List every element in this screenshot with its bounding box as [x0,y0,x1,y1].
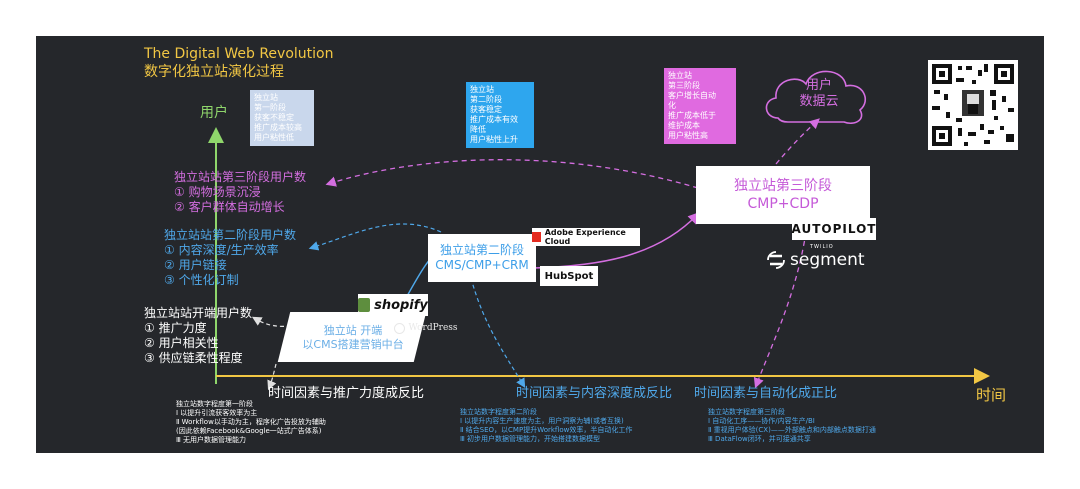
hubspot-logo-text: HubSpot [544,270,594,282]
hubspot-logo: HubSpot [540,266,598,286]
connector-layer [208,70,990,391]
note-line: 维护成本 [668,121,700,130]
footer-line: (因此依赖Facebook&Google一站式广告体系) [176,427,322,435]
note-line: 独立站 [668,71,692,80]
cloud-shape [765,70,866,125]
caption-stage2: 时间因素与内容深度成反比 [516,386,673,401]
diagram-canvas: The Digital Web Revolution 数字化独立站演化过程 用户… [36,36,1044,453]
footer-line: Ⅰ 以提升引流获客效率为主 [176,409,258,417]
shopify-logo: shopify [358,294,428,316]
user-count-title: 独立站站第三阶段用户数 [174,170,307,184]
user-count-item: ③ 供应链柔性程度 [144,351,243,365]
footer-line: Ⅲ DataFlow闭环，并可接通共享 [708,435,811,443]
title-en: The Digital Web Revolution [144,46,334,62]
note-line: 用户粘性高 [668,131,708,140]
arrow-s2-caption [470,277,526,389]
user-count-item: ① 推广力度 [144,321,207,335]
footer-stage3: 独立站数字程度第三阶段 Ⅰ 自动化工序——协作/内容生产/BI Ⅱ 重视用户体验… [708,408,876,444]
note-line: 降低 [470,125,486,134]
arrow-s1-caption [267,363,277,391]
user-count-item: ① 购物场景沉浸 [174,185,261,199]
note-line: 第二阶段 [470,95,502,104]
wordpress-logo-text: WordPress [408,323,458,333]
segment-logo-text: segment [790,250,865,270]
caption-stage1: 时间因素与推广力度成反比 [268,386,425,401]
user-count-item: ② 用户链接 [164,258,227,272]
footer-title: 独立站数字程度第二阶段 [460,408,537,416]
user-count-item: ② 用户相关性 [144,336,219,350]
adobe-logo: Adobe Experience Cloud [532,228,640,246]
note-line: 获客不稳定 [254,113,294,122]
note-line: 推广成本较高 [254,123,302,132]
caption-stage3: 时间因素与自动化成正比 [694,386,838,401]
note-line: 第三阶段 [668,81,700,90]
qr-code [928,60,1018,150]
stage2-box: 独立站第二阶段 CMS/CMP+CRM [428,234,536,282]
segment-logo: TWILIO segment [766,244,876,272]
stage3-note: 独立站 第三阶段 客户增长自动 化 推广成本低于 维护成本 用户粘性高 [664,68,736,144]
user-count-title: 独立站站第二阶段用户数 [164,228,297,242]
stage-box-line: CMP+CDP [747,196,819,212]
stage1-box: 独立站 开端 以CMS搭建营销中台 [288,316,418,360]
note-line: 独立站 [254,93,278,102]
footer-line: Ⅱ 结合SEO，以CMP提升Workflow效率，半自动化工作 [460,426,633,434]
note-line: 用户粘性上升 [470,135,518,144]
note-line: 客户增长自动 [668,91,716,100]
user-count-item: ② 客户群体自动增长 [174,200,285,214]
stage3-user-count: 独立站站第三阶段用户数 ① 购物场景沉浸 ② 客户群体自动增长 [174,170,306,215]
shopify-logo-text: shopify [374,297,428,313]
x-axis-label: 时间 [976,386,1007,404]
stage-box-line: CMS/CMP+CRM [435,258,529,272]
arrow-s2-users [308,223,442,251]
stage-box-line: 以CMS搭建营销中台 [302,338,404,351]
shopify-bag-icon [358,298,371,312]
cloud-label: 用户 数据云 [794,78,844,110]
segment-icon [767,251,785,269]
autopilot-logo-text: AUTOPILOT [791,222,877,236]
footer-line: Ⅱ Workflow以手动为主，程序化广告投放为辅助 [176,418,326,426]
footer-stage1: 独立站数字程度第一阶段 Ⅰ 以提升引流获客效率为主 Ⅱ Workflow以手动为… [176,400,326,445]
note-line: 独立站 [470,85,494,94]
y-axis-label: 用户 [200,105,228,121]
adobe-logo-text: Adobe Experience Cloud [544,228,626,246]
footer-line: Ⅰ 自动化工序——协作/内容生产/BI [708,417,815,425]
footer-stage2: 独立站数字程度第二阶段 Ⅰ 以提升内容生产速度为主，用户洞察为辅(或者互换) Ⅱ… [460,408,632,444]
stage1-user-count: 独立站站开端用户数 ① 推广力度 ② 用户相关性 ③ 供应链柔性程度 [144,306,252,366]
cloud-line: 数据云 [799,94,839,109]
footer-title: 独立站数字程度第一阶段 [176,400,253,408]
footer-line: Ⅱ 重视用户体验(CX)——外部触点和内部触点数据打通 [708,426,876,434]
footer-line: Ⅰ 以提升内容生产速度为主，用户洞察为辅(或者互换) [460,417,624,425]
note-line: 获客稳定 [470,105,502,114]
cloud-line: 用户 [805,78,832,93]
user-count-item: ① 内容深度/生产效率 [164,243,279,257]
stage-box-line: 独立站 开端 [323,324,383,337]
stage2-user-count: 独立站站第二阶段用户数 ① 内容深度/生产效率 ② 用户链接 ③ 个性化订制 [164,228,296,288]
footer-line: Ⅲ 初步用户数据管理能力，开始搭建数据模型 [460,435,601,443]
note-line: 推广成本有效 [470,115,518,124]
qr-code-image [932,64,1014,146]
wordpress-icon [394,322,406,334]
footer-title: 独立站数字程度第三阶段 [708,408,785,416]
user-count-title: 独立站站开端用户数 [144,306,253,320]
stage-box-line: 独立站第二阶段 [439,243,524,257]
autopilot-logo: AUTOPILOT [792,218,876,240]
stage3-box: 独立站第三阶段 CMP+CDP [696,166,870,224]
arrow-s1-users [251,316,292,327]
wordpress-logo: WordPress [390,320,462,336]
twilio-label: TWILIO [810,244,834,250]
arrow-s3-cloud [775,118,820,165]
footer-line: Ⅲ 无用户数据管理能力 [176,436,247,444]
stage1-note: 独立站 第一阶段 获客不稳定 推广成本较高 用户粘性低 [250,90,314,146]
arrow-s3-users [325,159,707,196]
adobe-icon [532,232,541,242]
note-line: 化 [668,101,676,110]
note-line: 用户粘性低 [254,133,294,142]
arrow-s3-caption [753,231,807,389]
user-count-item: ③ 个性化订制 [164,273,239,287]
note-line: 第一阶段 [254,103,286,112]
note-line: 推广成本低于 [668,111,716,120]
title-cn: 数字化独立站演化过程 [144,64,284,80]
stage-box-line: 独立站第三阶段 [734,178,832,194]
stage2-note: 独立站 第二阶段 获客稳定 推广成本有效 降低 用户粘性上升 [466,82,534,148]
